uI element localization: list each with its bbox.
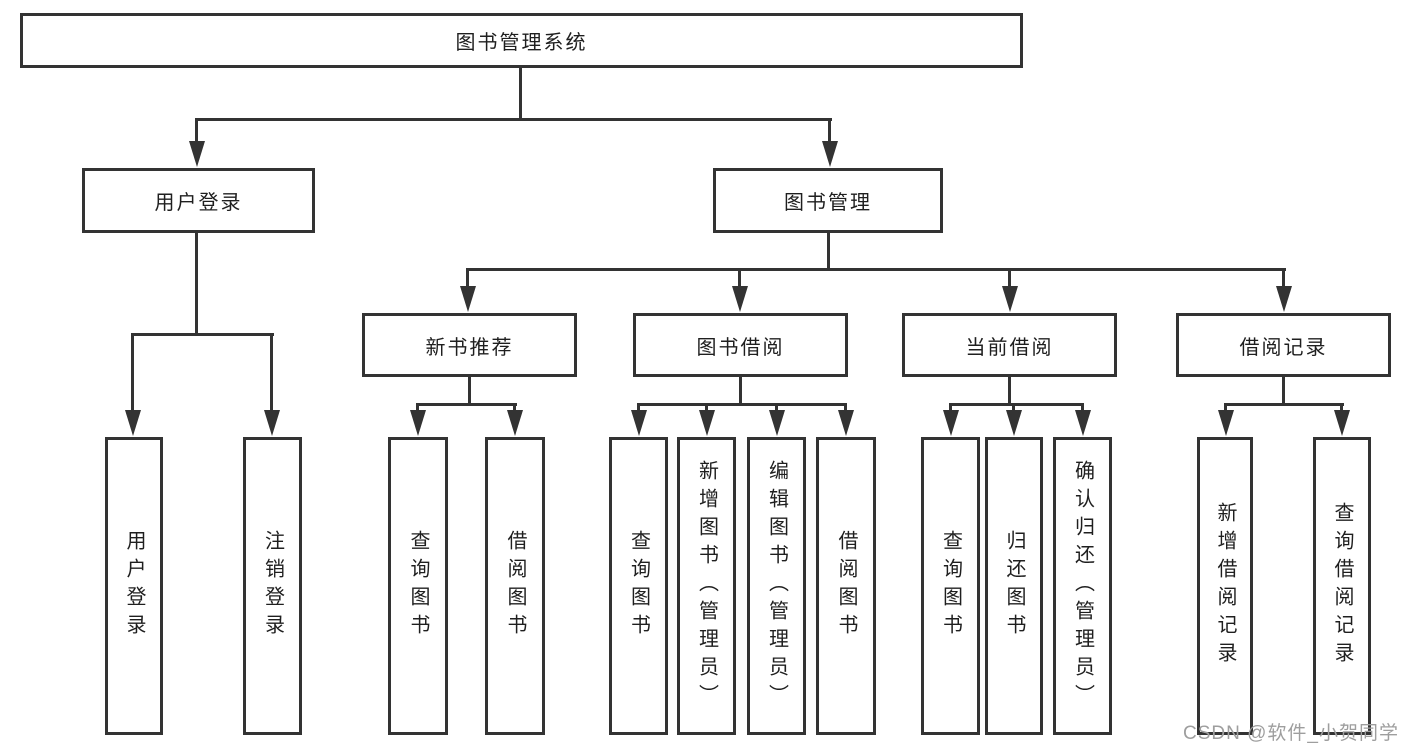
node-book-borrowing: 图书借阅 xyxy=(633,313,848,377)
leaf-query-books-current: 查询图书 xyxy=(921,437,980,735)
arrow-to-leaf-user-login xyxy=(124,333,141,436)
node-user-login: 用户登录 xyxy=(82,168,315,233)
arrow-to-leaf-query-books-1 xyxy=(409,403,426,436)
leaf-return-books: 归还图书 xyxy=(985,437,1043,735)
csdn-watermark: CSDN @软件_小贺同学 xyxy=(1183,723,1399,744)
connector-root-stem xyxy=(519,68,522,120)
leaf-logout-login-label: 注销登录 xyxy=(261,530,284,642)
connector-current-bar xyxy=(949,403,1084,406)
leaf-borrow-books-recommend-label: 借阅图书 xyxy=(504,530,526,642)
connector-level3-bar xyxy=(466,268,1286,271)
arrow-to-leaf-query-books-3 xyxy=(942,403,959,436)
arrow-to-leaf-logout xyxy=(263,333,280,436)
leaf-query-books-current-label: 查询图书 xyxy=(939,530,962,642)
arrow-to-borrowing-records xyxy=(1275,268,1292,312)
leaf-edit-book-admin-label: 编辑图书（管理员） xyxy=(765,460,788,712)
connector-user-login-bar xyxy=(131,333,274,336)
arrow-to-leaf-query-record xyxy=(1333,403,1350,436)
leaf-add-borrow-record: 新增借阅记录 xyxy=(1197,437,1253,735)
leaf-add-book-admin-label: 新增图书（管理员） xyxy=(695,460,718,712)
leaf-user-login: 用户登录 xyxy=(105,437,163,735)
arrow-to-current-borrowing xyxy=(1001,268,1018,312)
leaf-return-books-label: 归还图书 xyxy=(1003,530,1025,642)
leaf-add-borrow-record-label: 新增借阅记录 xyxy=(1214,502,1236,670)
connector-records-bar xyxy=(1224,403,1344,406)
leaf-query-books-borrowing: 查询图书 xyxy=(609,437,668,735)
leaf-borrow-books-borrowing: 借阅图书 xyxy=(816,437,876,735)
connector-level2-bar xyxy=(196,118,832,121)
node-book-management: 图书管理 xyxy=(713,168,943,233)
leaf-confirm-return-admin-label: 确认归还（管理员） xyxy=(1071,460,1094,712)
connector-current-stem xyxy=(1008,377,1011,405)
connector-recommendation-bar xyxy=(416,403,517,406)
leaf-borrow-books-recommend: 借阅图书 xyxy=(485,437,545,735)
arrow-to-leaf-confirm-return xyxy=(1074,403,1091,436)
arrow-to-leaf-borrow-books-2 xyxy=(837,403,854,436)
arrow-to-book-management xyxy=(821,118,838,167)
arrow-to-leaf-add-record xyxy=(1217,403,1234,436)
node-library-system: 图书管理系统 xyxy=(20,13,1023,68)
leaf-borrow-books-borrowing-label: 借阅图书 xyxy=(835,530,857,642)
arrow-to-leaf-edit-book xyxy=(768,403,785,436)
connector-borrowing-stem xyxy=(739,377,742,405)
leaf-add-book-admin: 新增图书（管理员） xyxy=(677,437,736,735)
node-new-book-recommendation: 新书推荐 xyxy=(362,313,577,377)
leaf-query-borrow-record-label: 查询借阅记录 xyxy=(1331,502,1353,670)
arrow-to-book-borrowing xyxy=(731,268,748,312)
leaf-query-books-recommend: 查询图书 xyxy=(388,437,448,735)
leaf-query-books-recommend-label: 查询图书 xyxy=(407,530,429,642)
arrow-to-new-book-recommendation xyxy=(459,268,476,312)
connector-recommendation-stem xyxy=(468,377,471,405)
node-current-borrowing: 当前借阅 xyxy=(902,313,1117,377)
leaf-edit-book-admin: 编辑图书（管理员） xyxy=(747,437,806,735)
node-borrowing-records: 借阅记录 xyxy=(1176,313,1391,377)
arrow-to-leaf-return-books xyxy=(1005,403,1022,436)
connector-book-management-stem xyxy=(827,233,830,270)
leaf-query-borrow-record: 查询借阅记录 xyxy=(1313,437,1371,735)
connector-borrowing-bar xyxy=(637,403,847,406)
leaf-user-login-label: 用户登录 xyxy=(123,530,145,642)
arrow-to-leaf-query-books-2 xyxy=(630,403,647,436)
leaf-query-books-borrowing-label: 查询图书 xyxy=(627,530,650,642)
connector-user-login-stem xyxy=(195,233,198,335)
leaf-confirm-return-admin: 确认归还（管理员） xyxy=(1053,437,1112,735)
leaf-logout-login: 注销登录 xyxy=(243,437,302,735)
arrow-to-user-login xyxy=(188,118,205,167)
arrow-to-leaf-add-book xyxy=(698,403,715,436)
connector-records-stem xyxy=(1282,377,1285,405)
arrow-to-leaf-borrow-books-1 xyxy=(506,403,523,436)
